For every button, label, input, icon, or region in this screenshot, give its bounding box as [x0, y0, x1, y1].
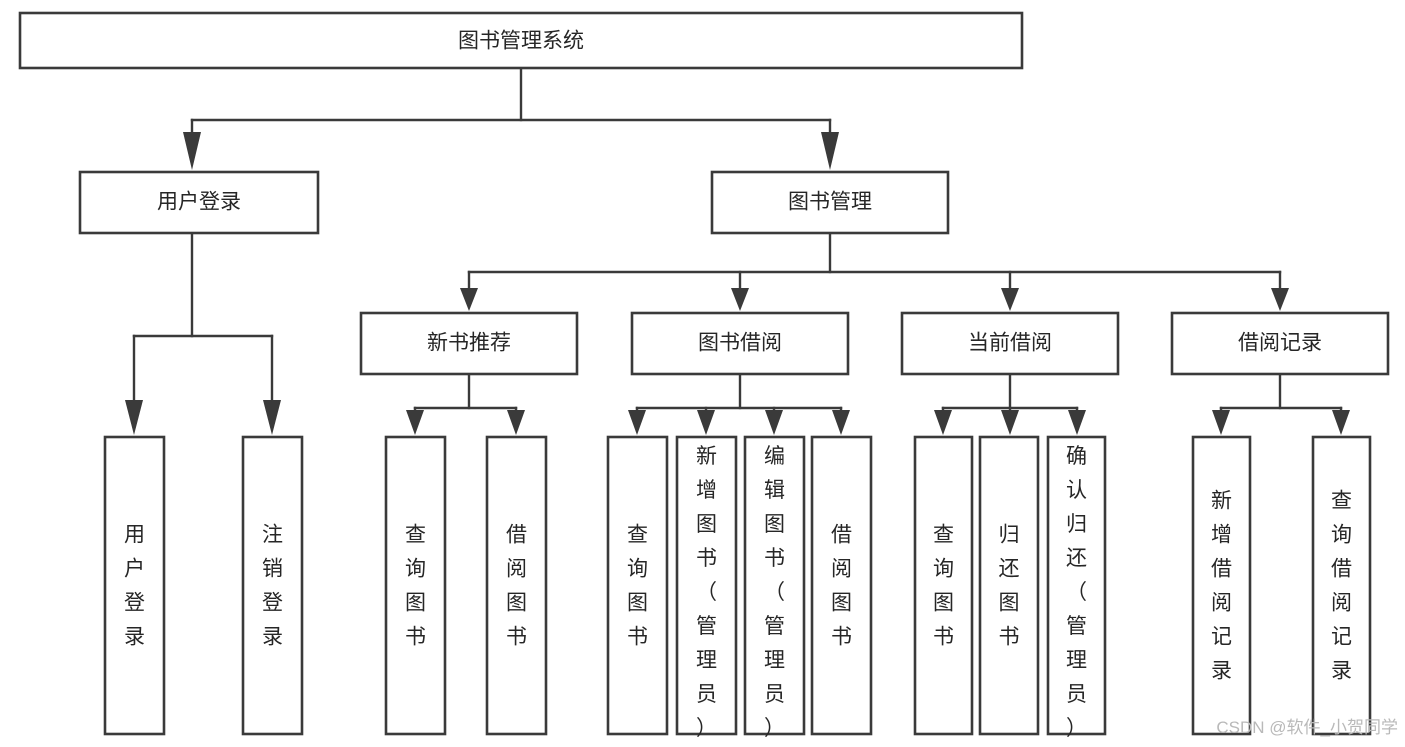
arrow-head-leaf-query-book-rec	[406, 410, 424, 435]
node-leaf-borrow-book-rec-box[interactable]	[485, 435, 548, 736]
node-leaf-query-book-rec-box[interactable]	[384, 435, 447, 736]
arrow-head-book-borrow	[731, 288, 749, 311]
node-current-borrow-box[interactable]	[900, 311, 1120, 376]
node-leaf-edit-book-admin-label: 编辑图书（管理员）	[764, 445, 785, 740]
node-leaf-query-book-borrow-label: 查询图书	[627, 524, 648, 649]
node-leaf-borrow-book-rec[interactable]: 借阅图书	[485, 435, 548, 736]
watermark-label: CSDN @软件_小贺同学	[1216, 718, 1398, 737]
node-book-management[interactable]: 图书管理	[710, 170, 950, 235]
arrow-head-leaf-return-book	[1001, 410, 1019, 435]
node-new-book-recommend-label: 新书推荐	[427, 332, 511, 355]
node-leaf-confirm-return-admin[interactable]: 确认归还（管理员）	[1046, 435, 1107, 740]
node-borrow-record-box[interactable]	[1170, 311, 1390, 376]
node-leaf-add-book-admin-box[interactable]	[675, 435, 738, 736]
arrow-head-leaf-borrow-book-rec	[507, 410, 525, 435]
node-leaf-borrow-book[interactable]: 借阅图书	[810, 435, 873, 736]
node-borrow-record-label: 借阅记录	[1238, 332, 1322, 355]
node-leaf-query-book-current-box[interactable]	[913, 435, 974, 736]
node-leaf-confirm-return-admin-label: 确认归还（管理员）	[1066, 445, 1087, 740]
node-book-borrow-box[interactable]	[630, 311, 850, 376]
node-leaf-user-login-box[interactable]	[103, 435, 166, 736]
node-leaf-borrow-book-rec-label: 借阅图书	[506, 524, 527, 649]
arrow-head-borrow-record	[1271, 288, 1289, 311]
node-leaf-query-book-borrow[interactable]: 查询图书	[606, 435, 669, 736]
node-leaf-return-book[interactable]: 归还图书	[978, 435, 1040, 736]
node-leaf-user-logout-label: 注销登录	[262, 524, 283, 649]
node-leaf-query-book-rec-label: 查询图书	[405, 524, 426, 649]
node-current-borrow-label: 当前借阅	[968, 332, 1052, 355]
node-leaf-query-borrow-record-box[interactable]	[1311, 435, 1372, 736]
node-leaf-return-book-box[interactable]	[978, 435, 1040, 736]
node-current-borrow[interactable]: 当前借阅	[900, 311, 1120, 376]
node-root-box[interactable]	[18, 11, 1024, 70]
node-leaf-edit-book-admin[interactable]: 编辑图书（管理员）	[743, 435, 806, 740]
node-leaf-user-login[interactable]: 用户登录	[103, 435, 166, 736]
node-leaf-add-book-admin[interactable]: 新增图书（管理员）	[675, 435, 738, 740]
node-root[interactable]: 图书管理系统	[18, 11, 1024, 70]
node-leaf-confirm-return-admin-box[interactable]	[1046, 435, 1107, 736]
arrow-head-leaf-confirm-return-admin	[1068, 410, 1086, 435]
arrow-head-leaf-add-borrow-record	[1212, 410, 1230, 435]
node-new-book-recommend[interactable]: 新书推荐	[359, 311, 579, 376]
arrow-head-leaf-query-borrow-record	[1332, 410, 1350, 435]
arrow-head-leaf-borrow-book	[832, 410, 850, 435]
node-book-management-label: 图书管理	[788, 191, 872, 214]
node-new-book-recommend-box[interactable]	[359, 311, 579, 376]
arrow-head-leaf-query-book-current	[934, 410, 952, 435]
arrow-head-new-book-recommend	[460, 288, 478, 311]
node-book-borrow[interactable]: 图书借阅	[630, 311, 850, 376]
node-borrow-record[interactable]: 借阅记录	[1170, 311, 1390, 376]
node-book-management-box[interactable]	[710, 170, 950, 235]
arrow-head-leaf-query-book-borrow	[628, 410, 646, 435]
node-user-login[interactable]: 用户登录	[78, 170, 320, 235]
node-user-login-label: 用户登录	[157, 191, 241, 214]
node-leaf-query-borrow-record-label: 查询借阅记录	[1331, 490, 1352, 683]
node-leaf-add-borrow-record-box[interactable]	[1191, 435, 1252, 736]
arrow-head-leaf-user-login	[125, 400, 143, 435]
node-leaf-user-logout[interactable]: 注销登录	[241, 435, 304, 736]
node-leaf-query-borrow-record[interactable]: 查询借阅记录	[1311, 435, 1372, 736]
node-leaf-add-borrow-record-label: 新增借阅记录	[1211, 490, 1232, 683]
node-leaf-borrow-book-label: 借阅图书	[831, 524, 852, 649]
node-leaf-query-book-current[interactable]: 查询图书	[913, 435, 974, 736]
node-leaf-query-book-current-label: 查询图书	[933, 524, 954, 649]
node-leaf-return-book-label: 归还图书	[999, 524, 1020, 649]
node-leaf-add-book-admin-label: 新增图书（管理员）	[696, 445, 717, 740]
node-leaf-query-book-borrow-box[interactable]	[606, 435, 669, 736]
arrow-head-current-borrow	[1001, 288, 1019, 311]
node-leaf-user-login-label: 用户登录	[124, 524, 145, 649]
arrow-head-user-login	[183, 132, 201, 170]
node-leaf-add-borrow-record[interactable]: 新增借阅记录	[1191, 435, 1252, 736]
node-leaf-user-logout-box[interactable]	[241, 435, 304, 736]
arrow-head-leaf-user-logout	[263, 400, 281, 435]
connector-layer	[125, 66, 1350, 435]
node-leaf-borrow-book-box[interactable]	[810, 435, 873, 736]
node-root-label: 图书管理系统	[458, 30, 584, 53]
node-leaf-query-book-rec[interactable]: 查询图书	[384, 435, 447, 736]
node-leaf-edit-book-admin-box[interactable]	[743, 435, 806, 736]
node-book-borrow-label: 图书借阅	[698, 332, 782, 355]
arrow-head-book-management	[821, 132, 839, 170]
leaf-node-layer: 用户登录 注销登录 查询图书 借阅图书 查询图书 新增图书（管理员） 编辑图书（管理员） 借阅…	[103, 435, 1372, 740]
node-user-login-box[interactable]	[78, 170, 320, 235]
arrow-head-leaf-edit-book-admin	[765, 410, 783, 435]
arrow-head-leaf-add-book-admin	[697, 410, 715, 435]
